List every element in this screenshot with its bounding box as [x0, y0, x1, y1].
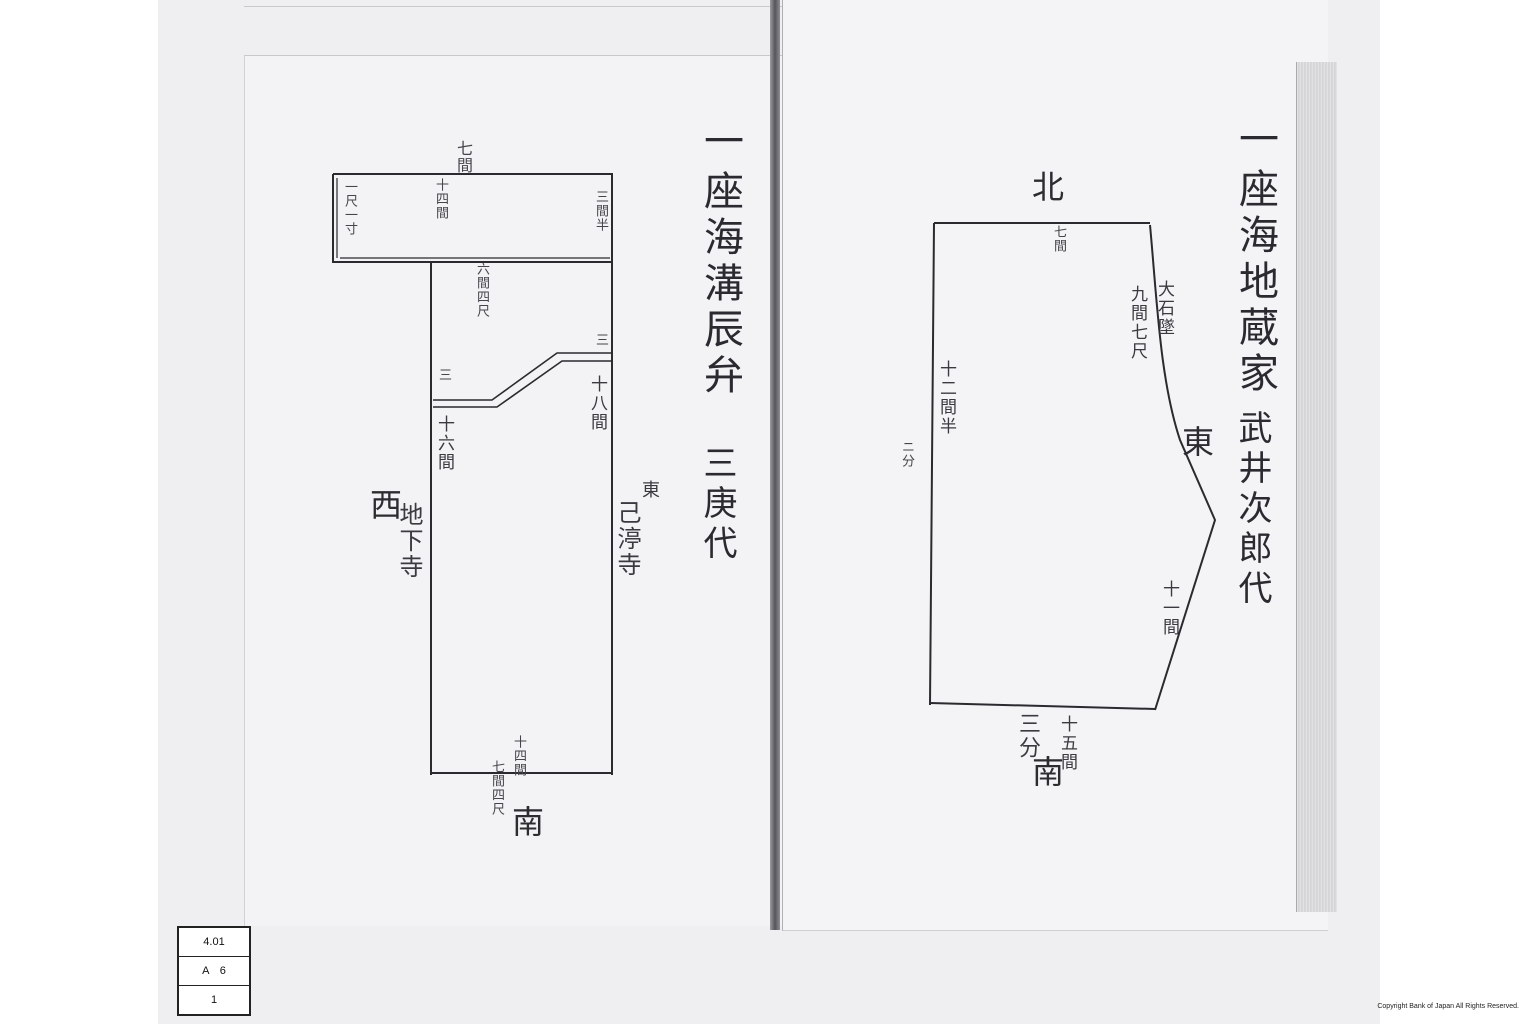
left-east-note: 東 — [639, 480, 660, 500]
left-south: 南 — [507, 805, 545, 837]
page-edges — [1296, 62, 1337, 912]
left-step-left: 三 — [436, 368, 451, 382]
left-title: 座海溝辰弁 — [697, 170, 743, 400]
copyright-notice: Copyright Bank of Japan All Rights Reser… — [1377, 1003, 1519, 1010]
left-right-side: 十八間 — [587, 375, 607, 432]
catalog-label: 4.01 A 6 1 — [177, 926, 251, 1016]
left-plot-outline — [332, 173, 613, 775]
catalog-row-1: 4.01 — [179, 928, 249, 957]
left-strip-side: 一尺一寸 — [342, 180, 357, 236]
left-bullet: 一 — [697, 120, 743, 166]
right-left-side: 十二間半 — [936, 360, 956, 436]
right-lower: 十一間 — [1159, 580, 1179, 637]
right-top: 七間 — [1051, 225, 1066, 253]
right-south: 南 — [1027, 755, 1065, 787]
left-upper-width: 六間四尺 — [474, 262, 489, 318]
scan-background — [158, 0, 1380, 1024]
left-strip-mid: 十四間 — [433, 178, 448, 220]
left-owner: 三庚代 — [697, 445, 737, 565]
catalog-row-2: A 6 — [179, 957, 249, 986]
right-north: 北 — [1027, 170, 1065, 202]
right-bottom: 三分 — [1015, 712, 1040, 760]
left-bottom: 十四間 — [511, 735, 526, 777]
left-left-side: 十六間 — [434, 415, 454, 472]
catalog-row-3: 1 — [210, 994, 218, 1006]
book-spine — [770, 0, 780, 930]
left-page — [244, 55, 785, 926]
right-bullet: 一 — [1232, 118, 1278, 164]
left-west: 西 — [365, 488, 403, 520]
left-north-note: 七間 — [454, 140, 473, 174]
right-owner: 武井次郎代 — [1232, 410, 1272, 610]
right-left-note: ニ分 — [899, 440, 914, 468]
left-west-neighbor: 地下寺 — [395, 502, 423, 580]
left-east-neighbor: 己渟寺 — [613, 500, 641, 578]
left-bottom-note: 七間四尺 — [489, 760, 504, 816]
right-upper: 九間七尺 — [1127, 285, 1147, 361]
right-upper-note: 大石墜 — [1154, 280, 1174, 337]
right-bottom-note: 十五間 — [1057, 715, 1077, 772]
right-east: 東 — [1177, 425, 1215, 457]
right-plot-outline — [929, 222, 1217, 711]
left-step-right: 三 — [593, 333, 608, 347]
left-strip-width: 三間半 — [593, 190, 608, 232]
right-title: 座海地蔵家 — [1232, 168, 1278, 398]
right-page — [782, 0, 1328, 931]
